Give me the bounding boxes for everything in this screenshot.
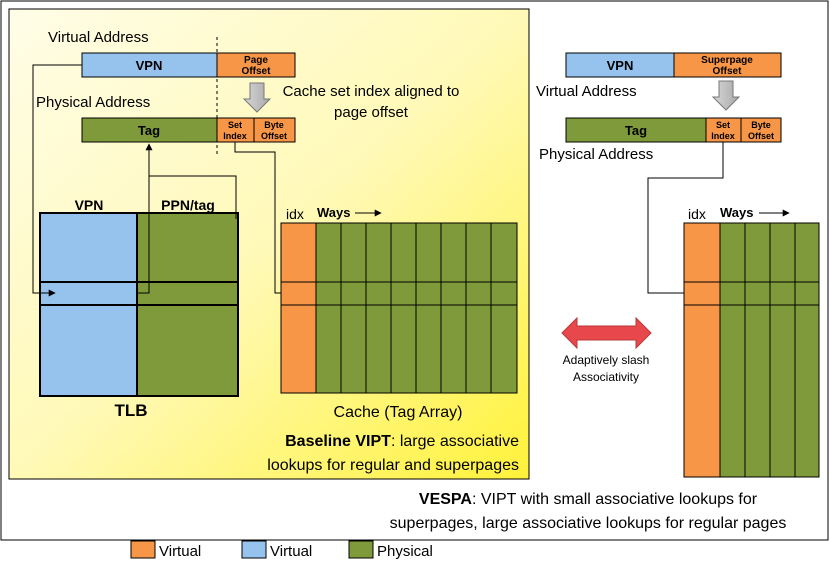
left-page-offset-text-2: Offset bbox=[242, 66, 272, 77]
left-tag-text: Tag bbox=[138, 123, 160, 138]
right-physical-address-label: Physical Address bbox=[539, 146, 653, 163]
legend-swatch-virtual-blue bbox=[241, 540, 267, 559]
tlb-ppn-column-label: PPN/tag bbox=[161, 197, 215, 213]
left-vpn-text: VPN bbox=[136, 58, 163, 73]
left-byte-offset-field bbox=[253, 117, 296, 143]
left-grey-down-arrow-icon bbox=[242, 82, 272, 113]
right-superpage-offset-text-1: Superpage bbox=[701, 55, 753, 66]
right-cache-ways-label: Ways bbox=[720, 205, 753, 220]
adaptive-label-line-2: Associativity bbox=[573, 370, 639, 384]
left-cache-idx-label: idx bbox=[286, 206, 304, 222]
adaptive-label-line-1: Adaptively slash bbox=[563, 353, 650, 367]
baseline-caption-line-2: lookups for regular and superpages bbox=[267, 457, 519, 474]
tlb-to-tag-arrow bbox=[137, 143, 237, 294]
baseline-caption-bold: Baseline VIPT bbox=[285, 433, 391, 450]
left-set-index-text-2: Index bbox=[223, 131, 247, 141]
legend-swatch-physical bbox=[348, 540, 374, 559]
set-index-to-cache-arrow bbox=[234, 142, 291, 297]
right-byte-offset-text-1: Byte bbox=[751, 120, 771, 130]
left-byte-offset-text-1: Byte bbox=[264, 120, 284, 130]
right-tag-text: Tag bbox=[625, 123, 647, 138]
legend-label-virtual-blue: Virtual bbox=[270, 543, 312, 560]
right-set-index-text-2: Index bbox=[711, 131, 735, 141]
vpn-to-tlb-arrow bbox=[32, 64, 82, 297]
right-virtual-address-label: Virtual Address bbox=[536, 83, 637, 100]
left-cache-ways-label: Ways bbox=[317, 205, 350, 220]
right-tag-field bbox=[565, 117, 707, 143]
vespa-caption-bold: VESPA bbox=[419, 491, 473, 508]
tlb-label: TLB bbox=[114, 401, 147, 420]
right-vpn-text: VPN bbox=[607, 58, 634, 73]
legend: Virtual Virtual Physical bbox=[130, 540, 433, 560]
left-set-index-text-1: Set bbox=[228, 120, 242, 130]
legend-label-virtual-orange: Virtual bbox=[159, 543, 201, 560]
left-virtual-address-label: Virtual Address bbox=[48, 29, 149, 46]
left-cache-ways-columns bbox=[315, 222, 518, 394]
left-physical-address-label: Physical Address bbox=[36, 94, 150, 111]
baseline-caption-rest: : large associative bbox=[391, 433, 519, 450]
left-page-offset-field bbox=[216, 52, 296, 78]
right-cache-ways-columns bbox=[719, 222, 820, 478]
right-grey-down-arrow-icon bbox=[711, 80, 741, 111]
left-note-line-1: Cache set index aligned to bbox=[283, 83, 460, 100]
left-vpn-field bbox=[81, 52, 218, 78]
left-byte-offset-text-2: Offset bbox=[261, 131, 287, 141]
right-byte-offset-text-2: Offset bbox=[748, 131, 774, 141]
right-cache-idx-label: idx bbox=[688, 206, 706, 222]
left-page-offset-text-1: Page bbox=[244, 55, 268, 66]
right-byte-offset-field bbox=[740, 117, 782, 143]
left-note-line-2: page offset bbox=[334, 104, 409, 121]
left-tag-field bbox=[81, 117, 218, 143]
left-cache-idx-column bbox=[280, 222, 317, 394]
vespa-caption-line-2: superpages, large associative lookups fo… bbox=[390, 515, 787, 532]
vespa-caption-line-1: VESPA: VIPT with small associative looku… bbox=[419, 491, 758, 508]
tlb-vpn-column-label: VPN bbox=[75, 197, 104, 213]
baseline-caption-line-1: Baseline VIPT: large associative bbox=[285, 433, 519, 450]
left-set-index-field bbox=[216, 117, 255, 143]
legend-label-physical: Physical bbox=[377, 543, 433, 560]
right-cache-idx-column bbox=[683, 222, 721, 478]
right-set-index-text-1: Set bbox=[716, 120, 730, 130]
left-cache-label: Cache (Tag Array) bbox=[334, 404, 463, 421]
vespa-caption-rest: : VIPT with small associative lookups fo… bbox=[472, 491, 758, 508]
right-superpage-offset-field bbox=[673, 52, 782, 78]
right-set-index-to-cache-arrow bbox=[647, 142, 724, 297]
adaptive-double-arrow-icon bbox=[561, 316, 652, 350]
right-superpage-offset-text-2: Offset bbox=[713, 66, 743, 77]
legend-swatch-virtual-orange bbox=[130, 540, 156, 559]
right-vpn-field bbox=[565, 52, 675, 78]
